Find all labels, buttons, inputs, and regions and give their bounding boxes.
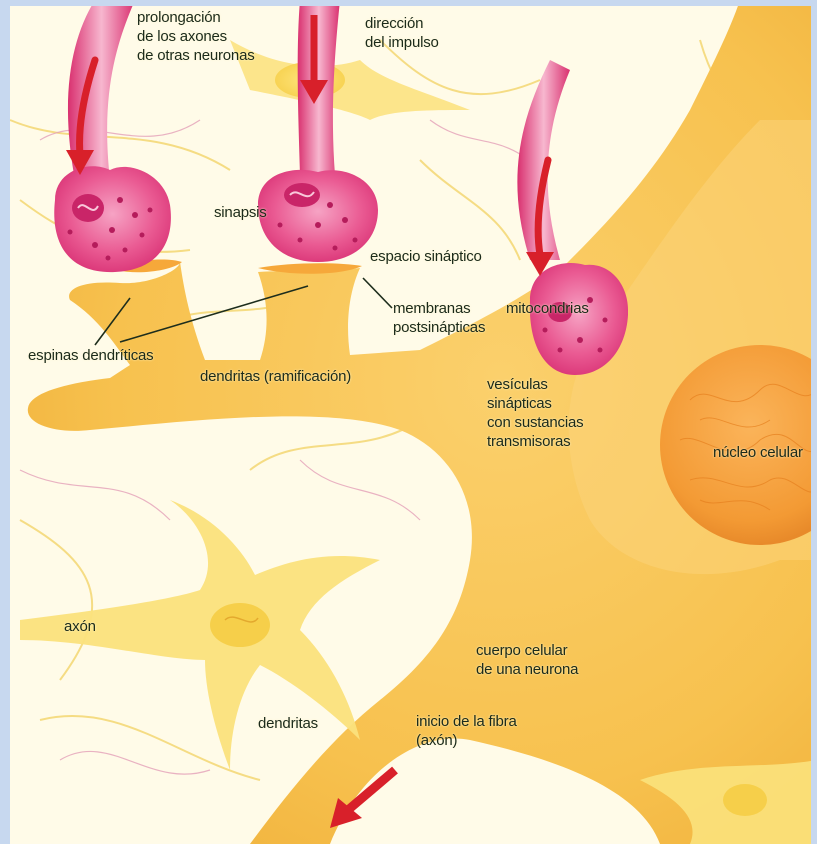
label-synapse: sinapsis <box>214 203 267 222</box>
label-line: postsinápticas <box>393 318 485 337</box>
label-line: con sustancias <box>487 413 583 432</box>
label-line: cuerpo celular <box>476 641 578 660</box>
label-mitochondria: mitocondrias <box>506 299 589 318</box>
label-axon-prolongation: prolongación de los axones de otras neur… <box>137 8 255 65</box>
label-synaptic-cleft: espacio sináptico <box>370 247 482 266</box>
label-line: de otras neuronas <box>137 46 255 65</box>
label-impulse-direction: dirección del impulso <box>365 14 439 52</box>
label-line: inicio de la fibra <box>416 712 517 731</box>
label-dendritic-spines: espinas dendríticas <box>28 346 153 365</box>
label-line: sinápticas <box>487 394 583 413</box>
label-line: vesículas <box>487 375 583 394</box>
label-line: prolongación <box>137 8 255 27</box>
label-line: membranas <box>393 299 485 318</box>
label-dendrites-branching: dendritas (ramificación) <box>200 367 351 386</box>
label-line: transmisoras <box>487 432 583 451</box>
label-fiber-start: inicio de la fibra (axón) <box>416 712 517 750</box>
label-line: de los axones <box>137 27 255 46</box>
label-line: dirección <box>365 14 439 33</box>
label-postsynaptic-membranes: membranas postsinápticas <box>393 299 485 337</box>
label-dendrites: dendritas <box>258 714 318 733</box>
label-synaptic-vesicles: vesículas sinápticas con sustancias tran… <box>487 375 583 451</box>
label-line: (axón) <box>416 731 517 750</box>
label-cell-nucleus: núcleo celular <box>713 443 803 462</box>
label-line: del impulso <box>365 33 439 52</box>
label-cell-body: cuerpo celular de una neurona <box>476 641 578 679</box>
label-line: de una neurona <box>476 660 578 679</box>
label-axon: axón <box>64 617 96 636</box>
